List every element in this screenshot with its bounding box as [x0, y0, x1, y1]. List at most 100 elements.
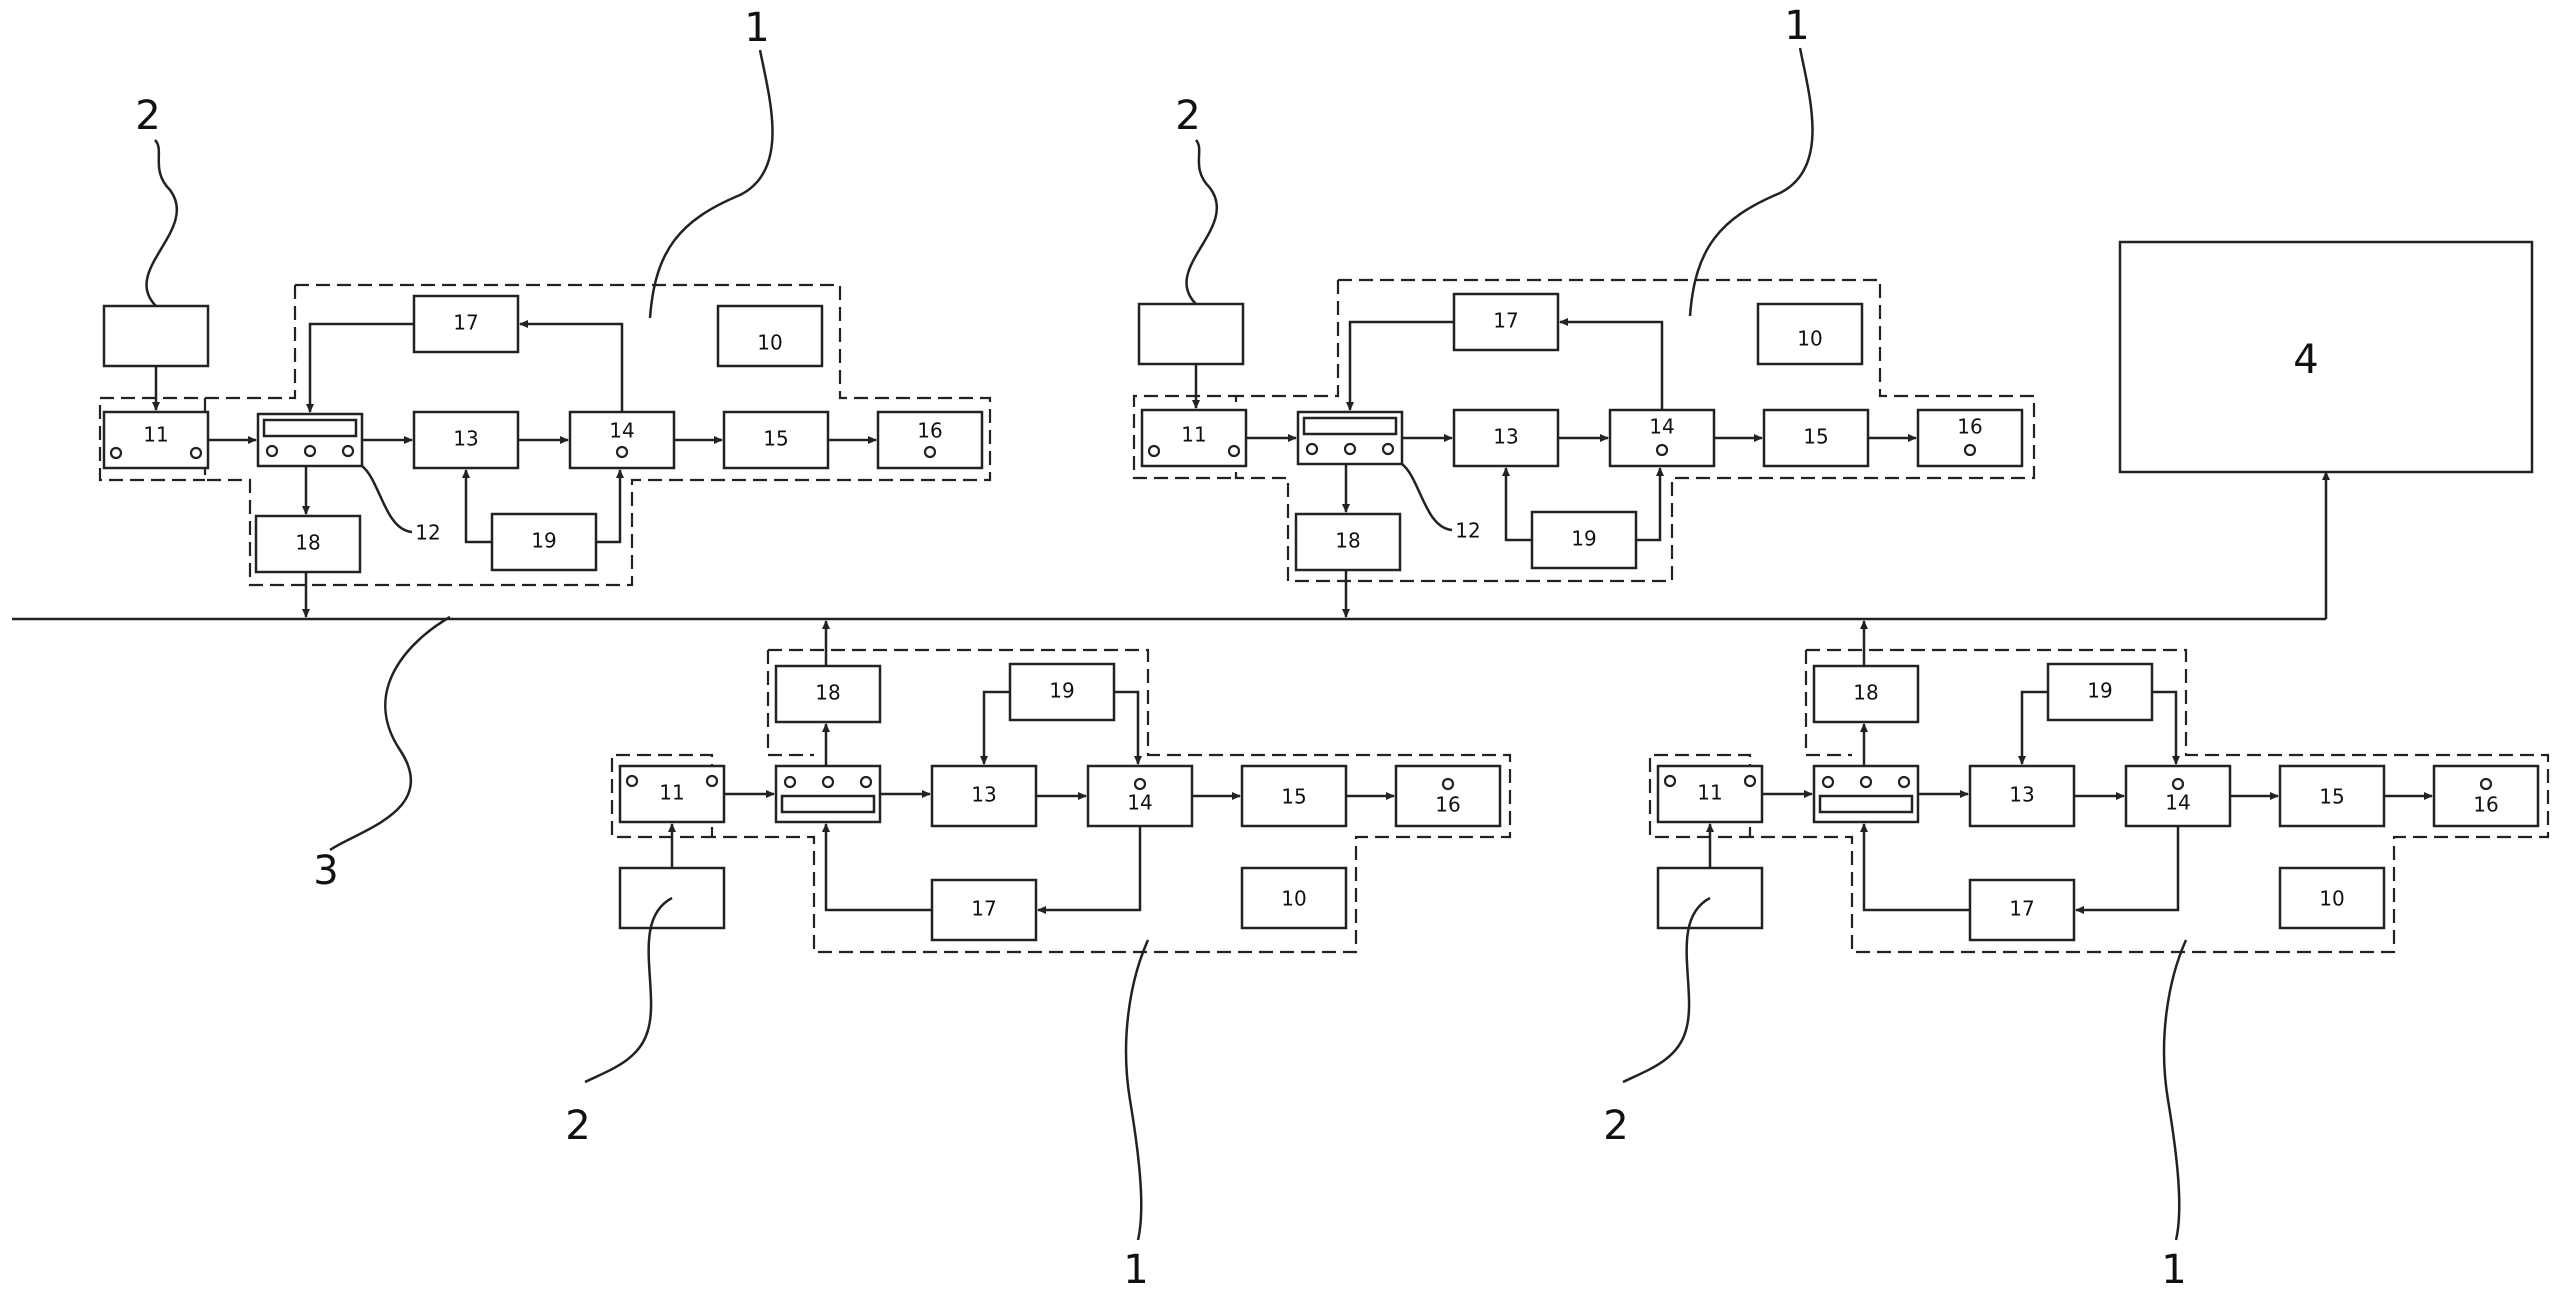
- unit-a-label-10: 10: [757, 331, 782, 355]
- unit-a-label-18: 18: [295, 531, 320, 555]
- unit-b-label-12: 12: [1455, 519, 1480, 543]
- unit-c-label-16: 16: [1435, 793, 1460, 817]
- unit-d-label-14: 14: [2165, 791, 2190, 815]
- unit-a-label-16: 16: [917, 419, 942, 443]
- unit-c-leader-1: [1124, 939, 1150, 1241]
- unit-b-box-12-screen: [1302, 416, 1398, 436]
- unit-c-dot: [705, 774, 719, 788]
- unit-c-box-12-screen: [780, 794, 876, 814]
- unit-d-label-19: 19: [2087, 679, 2112, 703]
- unit-a-label-11: 11: [143, 423, 168, 447]
- unit-b-box-17: [1452, 292, 1560, 352]
- unit-a-label-17: 17: [453, 311, 478, 335]
- unit-a-label-14: 14: [609, 419, 634, 443]
- unit-c-box-11: [618, 764, 726, 824]
- unit-a-leader-12: [361, 465, 413, 534]
- unit-b-label-11: 11: [1181, 423, 1206, 447]
- unit-d-label-10: 10: [2319, 887, 2344, 911]
- unit-c-label-15: 15: [1281, 785, 1306, 809]
- unit-a-dot: [303, 444, 317, 458]
- unit-d-callout-2: 2: [1603, 1103, 1628, 1149]
- unit-d-box-10: [2278, 866, 2386, 930]
- unit-a-link-19-14: [596, 469, 624, 544]
- unit-a-leader-2: [145, 139, 179, 307]
- unit-c-dot: [1133, 777, 1147, 791]
- unit-c-label-14: 14: [1127, 791, 1152, 815]
- unit-d-leader-2: [1622, 896, 1711, 1084]
- unit-d-box-19: [2046, 662, 2154, 722]
- unit-a-dot: [923, 445, 937, 459]
- unit-b-leader-2: [1185, 139, 1219, 305]
- callout-3: 3: [313, 848, 338, 894]
- unit-a-box-16: [876, 410, 984, 470]
- server-label: 4: [2293, 337, 2318, 383]
- unit-c-box-13: [930, 764, 1038, 828]
- unit-b-dot: [1227, 444, 1241, 458]
- unit-c-box-15: [1240, 764, 1348, 828]
- unit-d-box-13: [1968, 764, 2076, 828]
- unit-c-dot: [859, 775, 873, 789]
- unit-a-box-13: [412, 410, 520, 470]
- unit-c-leader-2: [584, 896, 673, 1084]
- unit-a-link-19-13: [462, 469, 492, 544]
- unit-d-link-19-14: [2152, 690, 2180, 765]
- unit-d-dot: [1859, 775, 1873, 789]
- unit-b-label-13: 13: [1493, 425, 1518, 449]
- unit-d: 18 11 13 14 15 16 19 17 10: [1603, 620, 2550, 1293]
- unit-c-label-18: 18: [815, 681, 840, 705]
- unit-d-label-16: 16: [2473, 793, 2498, 817]
- unit-b-link-19-14: [1636, 467, 1664, 542]
- unit-c-label-11: 11: [659, 781, 684, 805]
- unit-a-label-13: 13: [453, 427, 478, 451]
- unit-c-dot: [821, 775, 835, 789]
- unit-d-box-12-screen: [1818, 794, 1914, 814]
- unit-b-box-13: [1452, 408, 1560, 468]
- unit-b-label-10: 10: [1797, 327, 1822, 351]
- unit-a-box-18: [254, 514, 362, 574]
- unit-b-leader-1: [1688, 47, 1814, 317]
- unit-a-box-17: [412, 294, 520, 354]
- server-box: [2118, 240, 2534, 474]
- unit-b-dot: [1305, 442, 1319, 456]
- unit-b-dot: [1963, 443, 1977, 457]
- unit-b-device-box: [1137, 302, 1245, 366]
- unit-a-box-11: [102, 410, 210, 470]
- unit-c-link-17-12: [822, 823, 932, 912]
- unit-b-dot: [1655, 443, 1669, 457]
- unit-d-dot: [2479, 777, 2493, 791]
- unit-b-label-18: 18: [1335, 529, 1360, 553]
- unit-d-box-11: [1656, 764, 1764, 824]
- unit-c-box-18: [774, 664, 882, 724]
- unit-c-callout-1: 1: [1123, 1247, 1148, 1293]
- unit-c-boundary: [610, 648, 1512, 954]
- unit-b: 11 12 13 14 15 16 17 10 18 19: [1132, 3, 2036, 618]
- unit-a-label-15: 15: [763, 427, 788, 451]
- unit-a-dot: [189, 446, 203, 460]
- unit-d-dot: [1821, 775, 1835, 789]
- unit-c-label-19: 19: [1049, 679, 1074, 703]
- unit-a-dot: [341, 444, 355, 458]
- unit-a-box-12-screen: [262, 418, 358, 438]
- unit-c-dot: [1441, 777, 1455, 791]
- unit-b-label-15: 15: [1803, 425, 1828, 449]
- unit-b-dot: [1343, 442, 1357, 456]
- unit-b-box-16: [1916, 408, 2024, 468]
- unit-d-dot: [1743, 774, 1757, 788]
- unit-c-link-19-14: [1114, 690, 1142, 765]
- unit-b-box-14: [1608, 408, 1716, 468]
- unit-c-box-19: [1008, 662, 1116, 722]
- unit-d-link-17-12: [1860, 823, 1970, 912]
- unit-b-link-14-17: [1559, 318, 1664, 410]
- unit-c-dot: [783, 775, 797, 789]
- unit-d-label-17: 17: [2009, 897, 2034, 921]
- unit-b-label-19: 19: [1571, 527, 1596, 551]
- unit-d-box-18: [1812, 664, 1920, 724]
- unit-a-leader-1: [648, 49, 774, 319]
- unit-b-link-17-12: [1346, 320, 1454, 411]
- unit-c-box-12: [774, 764, 882, 824]
- unit-d-label-11: 11: [1697, 781, 1722, 805]
- unit-d-link-19-13: [2018, 690, 2048, 765]
- unit-a-boundary: [98, 283, 992, 587]
- unit-d-label-13: 13: [2009, 783, 2034, 807]
